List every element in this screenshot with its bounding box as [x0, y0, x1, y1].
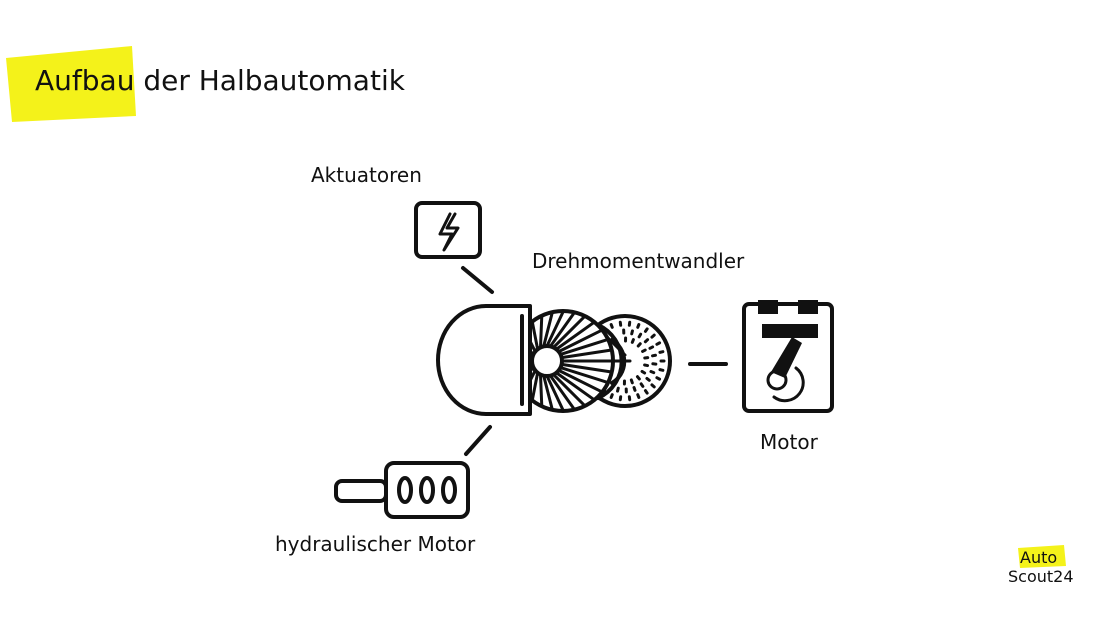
- disc-dot: [643, 338, 650, 344]
- disc-dot: [637, 332, 643, 339]
- disc-dot: [635, 375, 641, 381]
- disc-dot: [636, 393, 641, 399]
- engine-icon: [742, 300, 834, 413]
- disc-dot: [648, 345, 655, 350]
- label-torque-converter: Drehmomentwandler: [532, 249, 745, 273]
- turbine-spoke: [560, 348, 613, 360]
- disc-dot: [658, 350, 665, 354]
- title-highlighted: Aufbau: [35, 64, 135, 97]
- turbine-spoke: [538, 315, 544, 349]
- disc-dot: [655, 376, 662, 381]
- disc-dot: [636, 323, 641, 329]
- logo-line2: Scout24: [1008, 567, 1074, 586]
- label-engine: Motor: [760, 430, 818, 454]
- logo-line1: Auto: [1020, 548, 1058, 567]
- turbine-spoke: [554, 321, 596, 351]
- disc-dot: [650, 333, 656, 339]
- disc-dot: [649, 370, 656, 375]
- disc-dot: [630, 329, 634, 336]
- turbine-spoke: [548, 374, 576, 411]
- disc-dot: [643, 363, 650, 368]
- label-hydraulic-motor: hydraulischer Motor: [275, 532, 476, 556]
- disc-dot: [650, 383, 656, 389]
- disc-dot: [658, 368, 665, 372]
- title-rest: der Halbautomatik: [134, 64, 405, 97]
- turbine-spoke: [560, 362, 613, 374]
- turbine-spoke: [545, 310, 565, 348]
- disc-dot: [640, 369, 647, 375]
- disc-dot: [639, 382, 645, 388]
- turbine-spoke: [559, 366, 609, 384]
- connector-actuators: [461, 266, 494, 294]
- disc-dot: [645, 376, 651, 382]
- disc-dot: [616, 386, 620, 393]
- turbine-spoke: [545, 374, 565, 412]
- capsule-icon: [436, 304, 532, 416]
- turbine-spoke: [557, 328, 603, 354]
- hydraulic-motor-icon: [334, 461, 470, 519]
- label-actuators: Aktuatoren: [311, 163, 422, 187]
- turbine-spoke: [552, 373, 586, 407]
- disc-dot: [641, 348, 647, 353]
- disc-dot: [632, 386, 637, 392]
- logo-highlight: [1018, 545, 1066, 568]
- disc-dot: [629, 378, 634, 385]
- turbine-spoke: [530, 371, 540, 401]
- disc-dot: [643, 327, 649, 333]
- page-title: Aufbau der Halbautomatik: [35, 64, 405, 97]
- disc-dot: [651, 353, 657, 358]
- disc-dot: [655, 341, 662, 346]
- disc-dot: [630, 338, 635, 344]
- lightning-icon: [414, 201, 482, 259]
- turbine-spoke: [530, 321, 540, 351]
- turbine-spoke: [548, 311, 576, 348]
- disc-dot: [636, 342, 642, 348]
- turbine-spoke: [538, 373, 544, 407]
- turbine-spoke: [559, 338, 609, 356]
- turbine-spoke: [554, 371, 596, 401]
- turbine-spoke: [542, 374, 554, 411]
- disc-dot: [609, 323, 614, 329]
- turbine-spoke: [542, 311, 554, 348]
- disc-dot: [609, 393, 614, 399]
- turbine-spoke: [557, 368, 603, 394]
- connector-hydraulic: [464, 425, 492, 456]
- disc-dot: [643, 389, 649, 395]
- turbine-spoke: [552, 315, 586, 349]
- title-highlight: [6, 46, 136, 122]
